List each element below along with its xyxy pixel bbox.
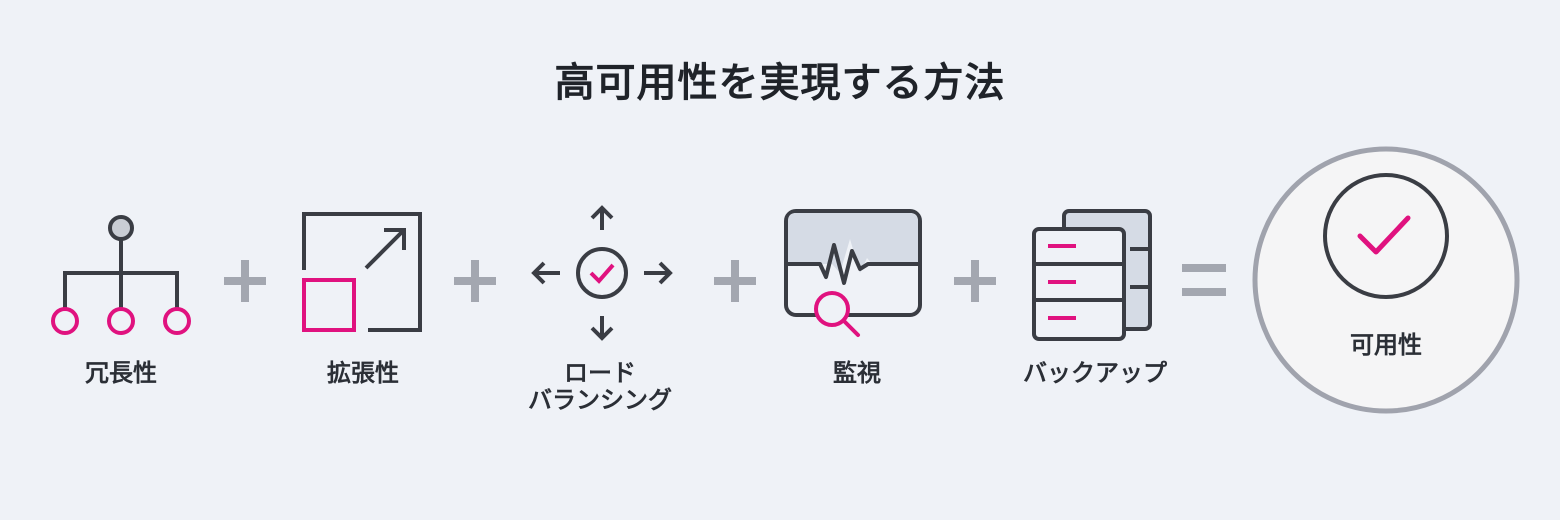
item-label-line1: ロード (564, 359, 636, 387)
result-circle (1252, 146, 1520, 414)
page-title: 高可用性を実現する方法 (554, 60, 1006, 106)
check-circle-icon (1323, 173, 1449, 299)
item-label-line2: バランシング (528, 386, 672, 414)
load-balance-icon (531, 205, 673, 341)
hierarchy-icon (51, 215, 191, 335)
item-label: 拡張性 (327, 359, 399, 387)
scalability-item: 拡張性 (300, 210, 430, 410)
item-label: 監視 (833, 359, 881, 387)
monitoring-item: 監視 (780, 205, 930, 405)
item-label: 冗長性 (85, 359, 157, 387)
redundancy-item: 冗長性 (45, 205, 205, 405)
scale-expand-icon (302, 212, 422, 332)
server-stack-icon (1032, 209, 1152, 341)
load-balancing-item: ロード バランシング (520, 200, 680, 420)
equals-operator (1180, 262, 1228, 306)
plus-operator (452, 258, 498, 308)
backup-item: バックアップ (1010, 205, 1180, 405)
plus-operator (712, 258, 758, 308)
availability-result: 可用性 (1252, 146, 1522, 416)
result-label: 可用性 (1350, 331, 1422, 359)
plus-operator (952, 258, 998, 308)
plus-operator (222, 258, 268, 308)
monitor-icon (784, 209, 922, 337)
item-label: バックアップ (1023, 359, 1167, 387)
